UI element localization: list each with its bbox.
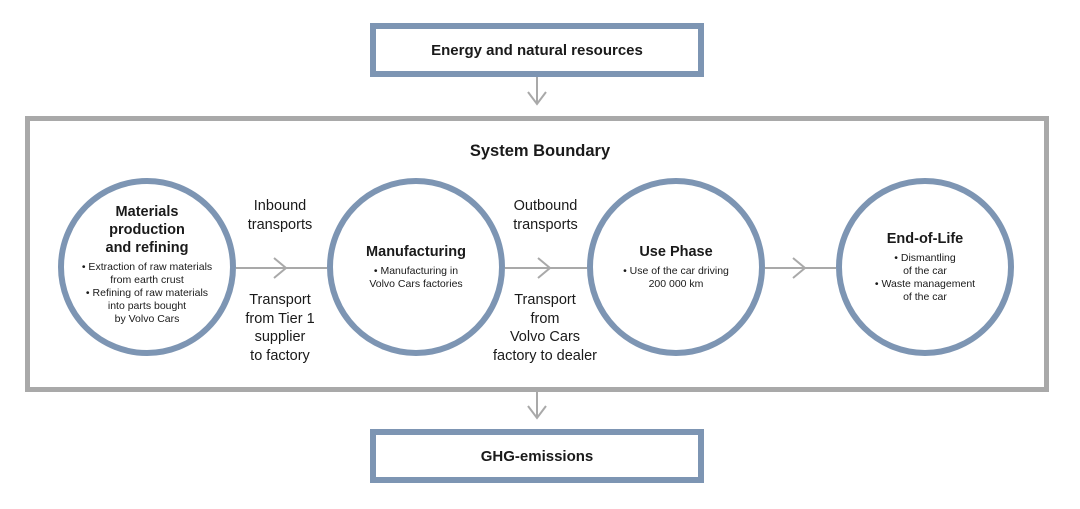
stage-title: Materials production and refining (105, 203, 189, 256)
stage-bullets: • Dismantling of the car • Waste managem… (875, 252, 975, 304)
stage-bullet: • Dismantling of the car (894, 252, 956, 277)
stage-bullet: • Use of the car driving 200 000 km (623, 265, 729, 290)
stage-title: End-of-Life (886, 231, 964, 247)
inbound-transports-label: Inbound transports (247, 198, 313, 233)
output-arrow-head (527, 405, 547, 420)
flow-arrow-3 (792, 257, 807, 279)
flow-arrow-2 (537, 257, 552, 279)
stage-bullet: • Refining of raw materials into parts b… (85, 286, 209, 325)
stage-title: Manufacturing (366, 244, 466, 260)
outbound-transport-detail: Transport from Volvo Cars factory to dea… (493, 292, 597, 364)
outbound-transports-label: Outbound transports (513, 198, 578, 233)
stage-bullets: • Extraction of raw materials from earth… (82, 261, 212, 326)
input-arrow-head (527, 91, 547, 106)
ghg-emissions-box: GHG-emissions (370, 429, 704, 483)
system-boundary-frame (25, 116, 1049, 392)
energy-resources-box: Energy and natural resources (370, 23, 704, 77)
inbound-transport-detail: Transport from Tier 1 supplier to factor… (245, 292, 315, 364)
stage-bullet: • Waste management of the car (874, 278, 976, 303)
stage-use-phase: Use Phase • Use of the car driving 200 0… (587, 178, 765, 356)
stage-end-of-life: End-of-Life • Dismantling of the car • W… (836, 178, 1014, 356)
energy-resources-label: Energy and natural resources (431, 41, 643, 59)
stage-bullets: • Manufacturing in Volvo Cars factories (369, 265, 462, 291)
stage-bullets: • Use of the car driving 200 000 km (623, 265, 729, 291)
stage-materials-production: Materials production and refining • Extr… (58, 178, 236, 356)
ghg-emissions-label: GHG-emissions (480, 447, 594, 465)
system-boundary-title: System Boundary (469, 142, 611, 160)
flow-arrow-1 (273, 257, 288, 279)
stage-bullet: • Manufacturing in Volvo Cars factories (369, 265, 463, 290)
stage-bullet: • Extraction of raw materials from earth… (81, 260, 213, 286)
stage-title: Use Phase (639, 244, 713, 260)
stage-manufacturing: Manufacturing • Manufacturing in Volvo C… (327, 178, 505, 356)
